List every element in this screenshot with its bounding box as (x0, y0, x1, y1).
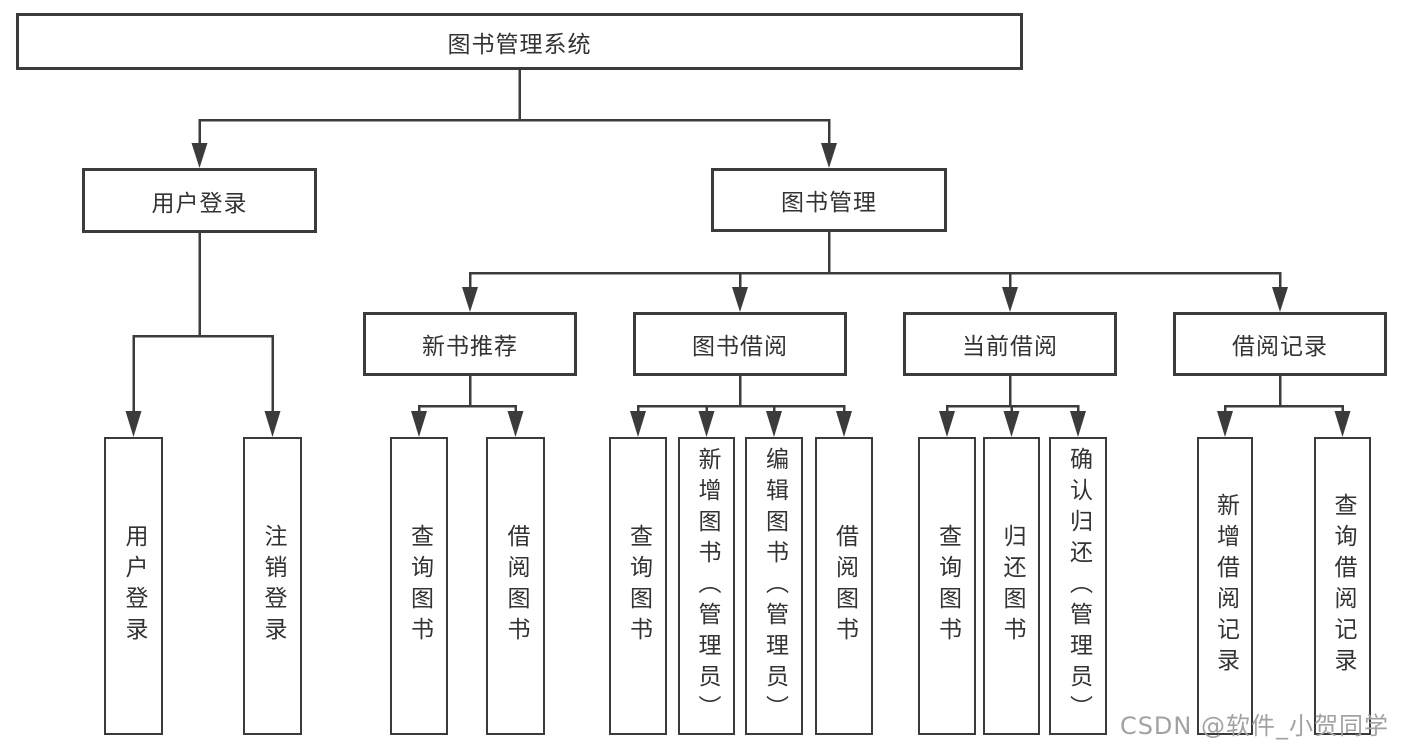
arrowhead (630, 411, 646, 437)
leaf-borrow-books-1-label: 借阅图书 (503, 524, 529, 648)
arrowhead (264, 411, 281, 437)
node-book-management: 图书管理 (711, 168, 947, 232)
leaf-query-borrow-record-label: 查询借阅记录 (1330, 493, 1356, 679)
connector-newbooks-to-leaves (417, 376, 517, 414)
connector-bookmgmt-to-level3 (468, 232, 1282, 290)
arrowhead (507, 411, 524, 437)
node-book-borrowing: 图书借阅 (633, 312, 847, 376)
arrowhead (411, 411, 427, 437)
connector-userlogin-to-leaves (132, 233, 274, 414)
arrowhead (1002, 287, 1018, 312)
node-book-management-label: 图书管理 (781, 190, 877, 216)
arrowhead (766, 411, 782, 437)
leaf-query-books-2: 查询图书 (609, 437, 667, 735)
leaf-return-books-label: 归还图书 (999, 524, 1025, 648)
leaf-logout: 注销登录 (243, 437, 302, 735)
arrowhead (1334, 411, 1351, 437)
node-new-book-recommend: 新书推荐 (363, 312, 577, 376)
leaf-edit-books-admin-label: 编辑图书（管理员） (761, 446, 788, 726)
leaf-query-books-3: 查询图书 (918, 437, 976, 735)
leaf-add-borrow-record: 新增借阅记录 (1197, 437, 1253, 735)
arrowhead (1217, 411, 1233, 437)
arrowhead (821, 143, 837, 168)
arrowhead (1272, 287, 1288, 312)
leaf-query-books-3-label: 查询图书 (934, 524, 961, 648)
leaf-user-login-label: 用户登录 (121, 524, 147, 648)
node-borrowing-records: 借阅记录 (1173, 312, 1387, 376)
arrowhead (191, 143, 208, 168)
node-user-login: 用户登录 (82, 168, 317, 233)
arrowhead (698, 411, 715, 437)
leaf-add-books-admin-label: 新增图书（管理员） (694, 446, 720, 726)
leaf-return-books: 归还图书 (983, 437, 1040, 735)
connector-root-to-level2 (198, 69, 831, 146)
leaf-logout-label: 注销登录 (260, 524, 286, 648)
leaf-add-borrow-record-label: 新增借阅记录 (1212, 493, 1239, 679)
arrowhead (125, 411, 142, 437)
leaf-query-books-1-label: 查询图书 (406, 524, 433, 648)
arrowhead (1003, 411, 1020, 437)
arrowhead (1070, 411, 1086, 437)
leaf-borrow-books-2-label: 借阅图书 (831, 524, 858, 648)
csdn-watermark: CSDN @软件_小贺同学 (1119, 712, 1389, 740)
node-current-borrowing: 当前借阅 (903, 312, 1117, 376)
connector-borrowrecords-to-leaves (1223, 376, 1344, 414)
connector-currentborrow-to-leaves (945, 376, 1080, 414)
leaf-query-borrow-record: 查询借阅记录 (1314, 437, 1371, 735)
leaf-query-books-1: 查询图书 (390, 437, 448, 735)
node-book-borrowing-label: 图书借阅 (692, 334, 788, 360)
node-root-label: 图书管理系统 (447, 31, 592, 58)
arrowhead (732, 287, 748, 312)
node-current-borrowing-label: 当前借阅 (962, 334, 1058, 360)
leaf-edit-books-admin: 编辑图书（管理员） (745, 437, 803, 735)
node-root: 图书管理系统 (16, 13, 1023, 70)
arrowhead (462, 287, 478, 312)
leaf-add-books-admin: 新增图书（管理员） (678, 437, 735, 735)
arrowhead (939, 411, 955, 437)
leaf-confirm-return-admin: 确认归还（管理员） (1049, 437, 1107, 735)
node-new-book-recommend-label: 新书推荐 (422, 334, 518, 360)
node-borrowing-records-label: 借阅记录 (1232, 334, 1328, 360)
leaf-borrow-books-2: 借阅图书 (815, 437, 873, 735)
leaf-confirm-return-admin-label: 确认归还（管理员） (1065, 446, 1092, 726)
connector-bookborrow-to-leaves (636, 376, 846, 414)
leaf-query-books-2-label: 查询图书 (625, 524, 652, 648)
node-user-login-label: 用户登录 (151, 190, 248, 217)
leaf-borrow-books-1: 借阅图书 (486, 437, 545, 735)
arrowhead (836, 411, 852, 437)
leaf-user-login: 用户登录 (104, 437, 163, 735)
